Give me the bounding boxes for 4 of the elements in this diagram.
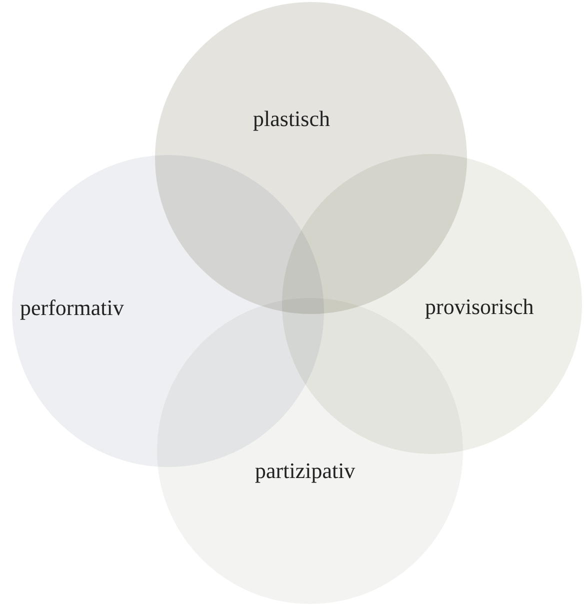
circle-label: plastisch bbox=[253, 106, 330, 132]
circle-label: performativ bbox=[20, 295, 124, 321]
circle-label: provisorisch bbox=[425, 294, 534, 320]
circle-label: partizipativ bbox=[255, 458, 356, 484]
